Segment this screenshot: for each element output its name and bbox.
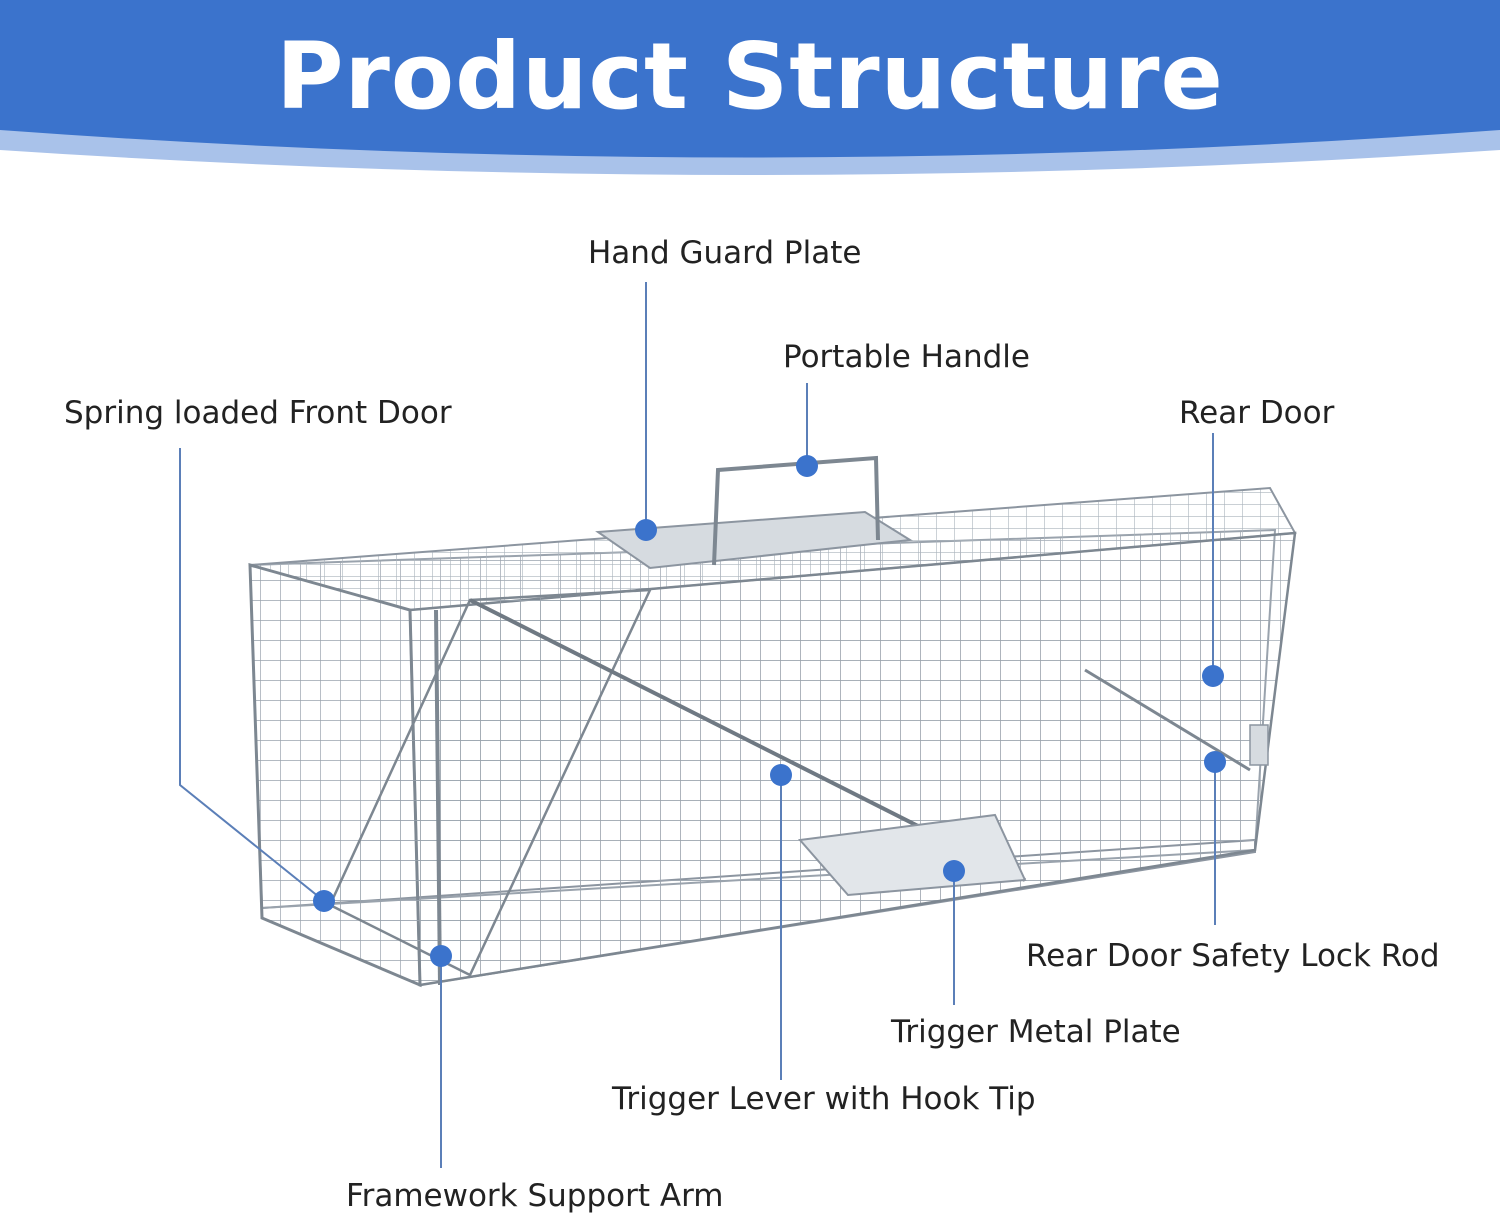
rear-door-safety-lock-rod-dot [1204, 751, 1226, 773]
label-trigger-lever-with-hook-tip: Trigger Lever with Hook Tip [612, 1081, 1036, 1117]
label-framework-support-arm: Framework Support Arm [346, 1178, 724, 1214]
leader-lines [179, 282, 1216, 1168]
spring-loaded-front-door-dot [313, 890, 335, 912]
hand-guard-plate-shape [595, 510, 913, 570]
hand-guard-plate-dot [635, 519, 657, 541]
callout-dots [313, 455, 1226, 967]
label-spring-loaded-front-door: Spring loaded Front Door [64, 395, 452, 431]
label-rear-door-safety-lock-rod: Rear Door Safety Lock Rod [1026, 938, 1440, 974]
page-title: Product Structure [276, 23, 1224, 130]
rear-door-dot [1202, 665, 1224, 687]
label-rear-door: Rear Door [1179, 395, 1335, 431]
banner-fill [0, 0, 1500, 158]
trigger-lever-dot [770, 764, 792, 786]
label-trigger-metal-plate: Trigger Metal Plate [891, 1014, 1181, 1050]
trigger-metal-plate-dot [943, 860, 965, 882]
header-banner [0, 0, 1500, 175]
trigger-metal-plate-shape [798, 813, 1027, 897]
label-hand-guard-plate: Hand Guard Plate [588, 235, 862, 271]
framework-support-arm-dot [430, 945, 452, 967]
spring-loaded-front-door-leader [179, 448, 325, 902]
cage-illustration [248, 455, 1297, 988]
label-portable-handle: Portable Handle [783, 339, 1030, 375]
portable-handle-dot [796, 455, 818, 477]
